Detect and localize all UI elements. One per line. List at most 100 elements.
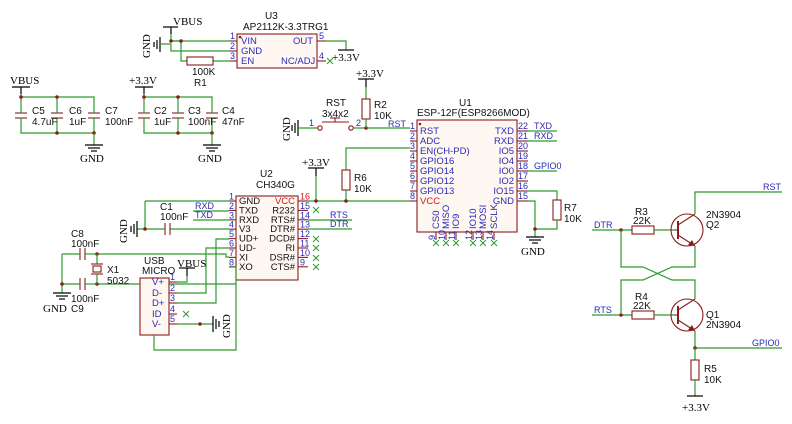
usb-pin-name: V+: [152, 277, 164, 288]
usb-pin-num: 2: [170, 283, 175, 293]
svg-text:TXD: TXD: [195, 210, 214, 220]
u2-pin-num: 12: [300, 229, 310, 239]
svg-text:100nF: 100nF: [160, 212, 188, 223]
u2-pin-name: RTS#: [271, 215, 296, 226]
u3-pin-nc: NC/ADJ: [281, 56, 316, 67]
u1-pin-name: ADC: [420, 136, 440, 147]
u2-pin-name: V3: [239, 224, 251, 235]
svg-text:C8: C8: [71, 229, 84, 240]
u1-pin-num: 21: [518, 131, 528, 141]
svg-text:22K: 22K: [633, 301, 651, 312]
u2-pin-name: UD+: [239, 234, 259, 245]
svg-text:R6: R6: [354, 173, 367, 184]
svg-text:TXD: TXD: [534, 121, 553, 131]
svg-text:RXD: RXD: [534, 131, 554, 141]
svg-text:GPIO0: GPIO0: [752, 338, 780, 348]
svg-text:2N3904: 2N3904: [706, 320, 741, 331]
svg-text:10K: 10K: [704, 375, 722, 386]
svg-text:100nF: 100nF: [105, 117, 133, 128]
u2-ref: U2: [260, 169, 273, 180]
rst-switch-value: 3x4x2: [322, 109, 349, 120]
u1-pin-num: 20: [518, 141, 528, 151]
u2-pin-num: 8: [229, 257, 234, 267]
r4-resistor: [631, 310, 655, 320]
u1-pin-name: GPIO13: [420, 186, 454, 197]
svg-text:C2: C2: [154, 106, 167, 117]
u1-ref: U1: [459, 98, 472, 109]
usb-pin-name: D+: [152, 298, 165, 309]
usb-pin-num: 5: [170, 314, 175, 324]
v33-label-caps: +3.3V: [129, 75, 157, 87]
svg-text:R4: R4: [635, 292, 648, 303]
u1-pin-name: IO0: [499, 166, 514, 177]
q2-transistor: [670, 213, 704, 247]
usb-pin-num: 4: [170, 304, 175, 314]
u1-pin-num: 14: [485, 230, 495, 240]
u1-pin-num: 8: [410, 191, 415, 201]
u1-pin-name: RST: [420, 126, 439, 137]
u2-pin-name: CTS#: [271, 262, 296, 273]
r3-resistor: [631, 225, 655, 235]
svg-text:C6: C6: [69, 106, 82, 117]
svg-text:C1: C1: [160, 202, 173, 213]
svg-text:R2: R2: [374, 100, 387, 111]
u2-pin-num: 4: [229, 220, 234, 230]
nc-mark: [479, 239, 487, 247]
svg-text:100nF: 100nF: [71, 239, 99, 250]
svg-text:RST: RST: [763, 182, 782, 192]
svg-text:RTS: RTS: [330, 210, 348, 220]
u1-pin-num: 17: [518, 171, 528, 181]
svg-text:R3: R3: [635, 207, 648, 218]
usb-pin-name: ID: [152, 309, 162, 320]
r6-resistor: [341, 169, 351, 191]
svg-text:10K: 10K: [354, 184, 372, 195]
u2-pin-num: 2: [229, 201, 234, 211]
u1-pin-num: 16: [518, 181, 528, 191]
svg-text:USB: USB: [144, 256, 165, 267]
svg-text:1: 1: [309, 118, 314, 128]
u1-pin-name: VCC: [420, 196, 440, 207]
v33-label-r2: +3.3V: [356, 68, 384, 80]
svg-text:47nF: 47nF: [222, 117, 245, 128]
svg-text:5: 5: [319, 31, 324, 41]
v33-label-u2: +3.3V: [302, 157, 330, 169]
u2-pin-name: DTR#: [270, 224, 296, 235]
r1-resistor: [186, 56, 214, 66]
u2-pin-num: 6: [229, 239, 234, 249]
r2-resistor: [361, 98, 371, 120]
u3-pin-gnd: GND: [241, 46, 262, 57]
svg-text:C9: C9: [71, 304, 84, 315]
u2-pin-name: TXD: [239, 205, 258, 216]
u1-pin-name: IO2: [499, 176, 514, 187]
svg-text:3: 3: [230, 51, 235, 61]
usb-pin-num: 3: [170, 293, 175, 303]
svg-text:1uF: 1uF: [154, 117, 171, 128]
svg-text:X1: X1: [107, 265, 120, 276]
vbus-label-caps: VBUS: [10, 75, 39, 87]
u2-pin-name: R232: [272, 205, 295, 216]
nc-mark: [452, 239, 460, 247]
u1-pin-name: GPIO16: [420, 156, 454, 167]
usb-pin-num: 1: [170, 272, 175, 282]
svg-text:Q1: Q1: [706, 310, 720, 321]
vbus-capacitors: VBUS GND C5 4.7uF C6 1uF C7 100nF: [10, 75, 133, 165]
v33-label-u3: +3.3V: [332, 52, 360, 64]
r7-resistor: [552, 199, 562, 221]
u2-pin-name: XI: [239, 252, 248, 263]
u2-part: CH340G: [256, 180, 295, 191]
v33-capacitors: +3.3V GND C2 1uF C3 100nF C4 47nF: [129, 75, 245, 165]
svg-text:C7: C7: [105, 106, 118, 117]
u2-pin-num: 5: [229, 229, 234, 239]
u2-pin-name: RXD: [239, 215, 259, 226]
u2-pin-num: 7: [229, 248, 234, 258]
usb-pin-name: V-: [152, 319, 161, 330]
u1-pin-num: 13: [474, 230, 484, 240]
u1-part: ESP-12F(ESP8266MOD): [417, 108, 530, 119]
u2-pin-name: XO: [239, 262, 253, 273]
u1-pin-num: 5: [410, 161, 415, 171]
gnd-label-c1: GND: [118, 219, 130, 243]
svg-text:100nF: 100nF: [188, 117, 216, 128]
u1-pin-name: MOSI: [478, 205, 489, 229]
